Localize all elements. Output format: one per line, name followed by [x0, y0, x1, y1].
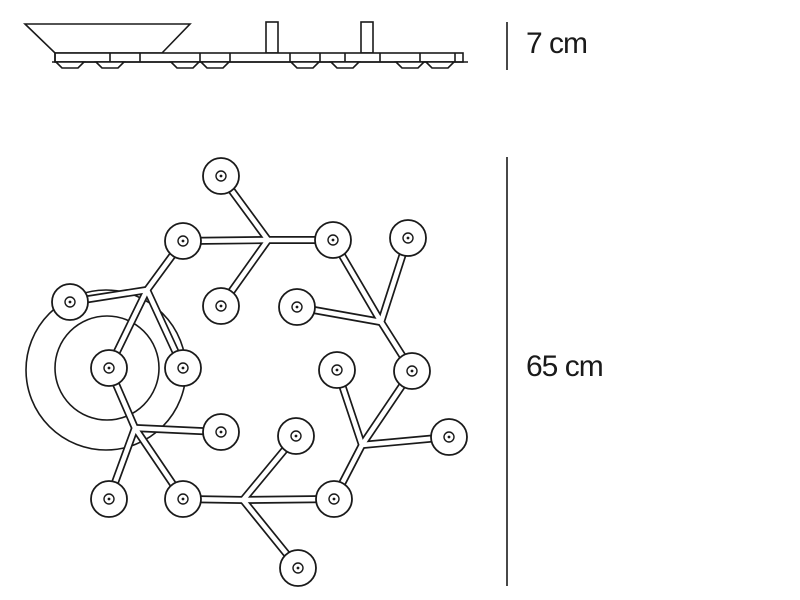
bulb-bump — [54, 61, 86, 69]
bulb-bump — [199, 61, 231, 69]
diameter-label: 65 cm — [526, 350, 604, 383]
bulb-bump — [169, 61, 201, 69]
side-view — [23, 21, 468, 69]
bulb-bump — [394, 61, 426, 69]
light-node — [314, 221, 352, 259]
light-node — [315, 480, 353, 518]
light-node — [318, 351, 356, 389]
led-dot — [447, 435, 451, 439]
led-dot — [296, 566, 300, 570]
light-node — [393, 352, 431, 390]
post-left — [265, 21, 279, 54]
light-node — [51, 283, 89, 321]
led-dot — [335, 368, 339, 372]
light-node — [202, 157, 240, 195]
top-view — [25, 157, 468, 587]
led-dot — [331, 238, 335, 242]
light-node — [164, 349, 202, 387]
led-dot — [406, 236, 410, 240]
light-node — [277, 417, 315, 455]
light-node — [430, 418, 468, 456]
led-dot — [294, 434, 298, 438]
bulb-bump — [94, 61, 126, 69]
post-right — [360, 21, 374, 54]
led-dot — [181, 366, 185, 370]
led-dot — [181, 497, 185, 501]
canopy-inner-circle — [54, 315, 160, 421]
led-dot — [68, 300, 72, 304]
led-dot — [107, 497, 111, 501]
canopy-side — [23, 23, 192, 54]
arm-bar — [54, 52, 464, 63]
light-node — [202, 413, 240, 451]
led-dot — [181, 239, 185, 243]
led-dot — [107, 366, 111, 370]
light-node — [278, 288, 316, 326]
bulb-bump — [424, 61, 456, 69]
led-dot — [332, 497, 336, 501]
light-node — [90, 480, 128, 518]
light-node — [279, 549, 317, 587]
light-node — [164, 480, 202, 518]
led-dot — [410, 369, 414, 373]
bulb-bump — [289, 61, 321, 69]
led-dot — [219, 304, 223, 308]
light-node — [389, 219, 427, 257]
light-node — [202, 287, 240, 325]
light-node — [90, 349, 128, 387]
led-dot — [219, 174, 223, 178]
led-dot — [295, 305, 299, 309]
light-node — [164, 222, 202, 260]
bulb-bump — [329, 61, 361, 69]
height-label: 7 cm — [526, 27, 588, 60]
led-dot — [219, 430, 223, 434]
bulb-bumps — [54, 53, 456, 69]
